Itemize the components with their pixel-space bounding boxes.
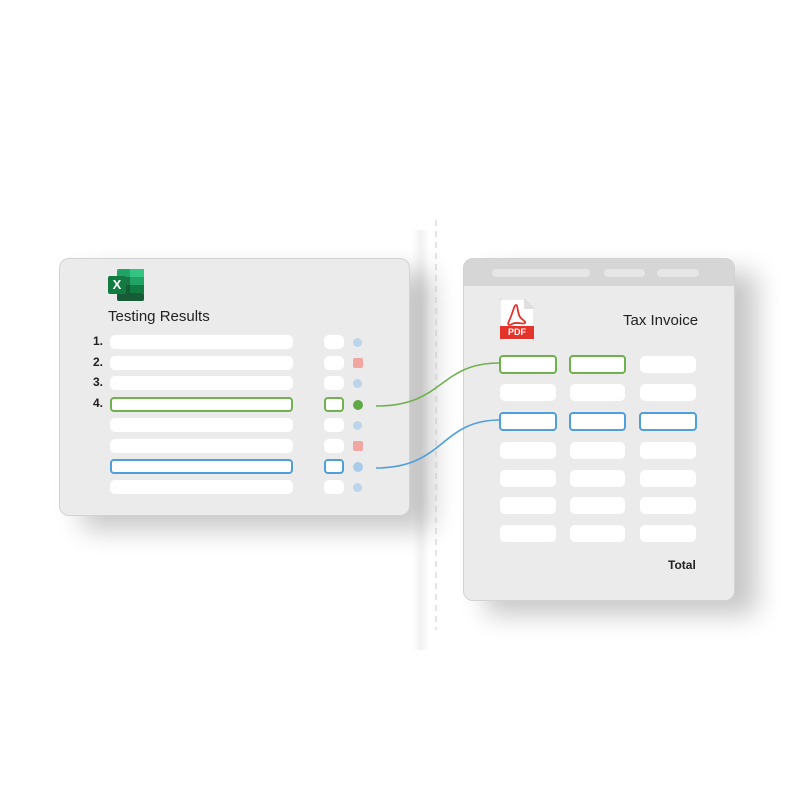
sheet-row-5-small-cell[interactable]: [324, 418, 344, 432]
sheet-row-4-cell-highlighted[interactable]: [110, 397, 293, 412]
title-bar-pill-1: [492, 269, 590, 277]
status-dot-row-1: [353, 338, 362, 347]
sheet-row-4-small-cell-highlighted[interactable]: [324, 397, 344, 412]
row-number-2: 2.: [93, 355, 104, 369]
sheet-row-1-small-cell[interactable]: [324, 335, 344, 349]
invoice-row-7-col-3[interactable]: [640, 525, 696, 542]
title-bar-pill-3: [657, 269, 699, 277]
invoice-row-6-col-2[interactable]: [570, 497, 625, 514]
invoice-panel: PDF Tax Invoice Total: [463, 258, 735, 601]
invoice-row-2-col-1[interactable]: [500, 384, 556, 401]
title-bar-pill-2: [604, 269, 645, 277]
status-dot-row-5: [353, 421, 362, 430]
sheet-row-2-small-cell[interactable]: [324, 356, 344, 370]
invoice-row-6-col-1[interactable]: [500, 497, 556, 514]
invoice-row-4-col-1[interactable]: [500, 442, 556, 459]
sheet-row-7-cell-highlighted[interactable]: [110, 459, 293, 474]
invoice-row-2-col-3[interactable]: [640, 384, 696, 401]
divider-shadow: [412, 230, 430, 650]
invoice-row-3-col-1-highlighted[interactable]: [499, 412, 557, 431]
invoice-row-1-col-1-highlighted[interactable]: [499, 355, 557, 374]
sheet-row-8-cell[interactable]: [110, 480, 293, 494]
spreadsheet-title: Testing Results: [108, 308, 210, 325]
spreadsheet-panel: X Testing Results 1. 2. 3. 4.: [59, 258, 410, 516]
status-dot-row-8: [353, 483, 362, 492]
invoice-row-1-col-3[interactable]: [640, 356, 696, 373]
invoice-row-5-col-2[interactable]: [570, 470, 625, 487]
status-square-row-2: [353, 358, 363, 368]
invoice-row-3-col-2-highlighted[interactable]: [569, 412, 626, 431]
invoice-row-6-col-3[interactable]: [640, 497, 696, 514]
pdf-icon: PDF: [499, 298, 535, 342]
status-square-row-6: [353, 441, 363, 451]
green-connector-line: [375, 362, 501, 407]
sheet-row-8-small-cell[interactable]: [324, 480, 344, 494]
invoice-row-4-col-3[interactable]: [640, 442, 696, 459]
sheet-row-2-cell[interactable]: [110, 356, 293, 370]
sheet-row-5-cell[interactable]: [110, 418, 293, 432]
invoice-row-7-col-1[interactable]: [500, 525, 556, 542]
status-dot-row-3: [353, 379, 362, 388]
pdf-icon-label: PDF: [508, 327, 526, 337]
sheet-row-6-small-cell[interactable]: [324, 439, 344, 453]
row-number-1: 1.: [93, 334, 104, 348]
sheet-row-3-small-cell[interactable]: [324, 376, 344, 390]
sheet-row-6-cell[interactable]: [110, 439, 293, 453]
blue-connector-line: [375, 419, 501, 469]
invoice-row-2-col-2[interactable]: [570, 384, 625, 401]
status-dot-row-4: [353, 400, 363, 410]
sheet-row-3-cell[interactable]: [110, 376, 293, 390]
row-number-4: 4.: [93, 396, 104, 410]
invoice-row-4-col-2[interactable]: [570, 442, 625, 459]
sheet-row-7-small-cell-highlighted[interactable]: [324, 459, 344, 474]
row-number-3: 3.: [93, 375, 104, 389]
invoice-row-5-col-3[interactable]: [640, 470, 696, 487]
invoice-title: Tax Invoice: [623, 312, 699, 329]
invoice-row-5-col-1[interactable]: [500, 470, 556, 487]
excel-icon: X: [108, 269, 144, 301]
excel-icon-letter: X: [112, 277, 122, 292]
invoice-row-3-col-3-highlighted[interactable]: [639, 412, 697, 431]
invoice-row-1-col-2-highlighted[interactable]: [569, 355, 626, 374]
status-dot-row-7: [353, 462, 363, 472]
invoice-row-7-col-2[interactable]: [570, 525, 625, 542]
invoice-total-label: Total: [668, 558, 696, 572]
sheet-row-1-cell[interactable]: [110, 335, 293, 349]
